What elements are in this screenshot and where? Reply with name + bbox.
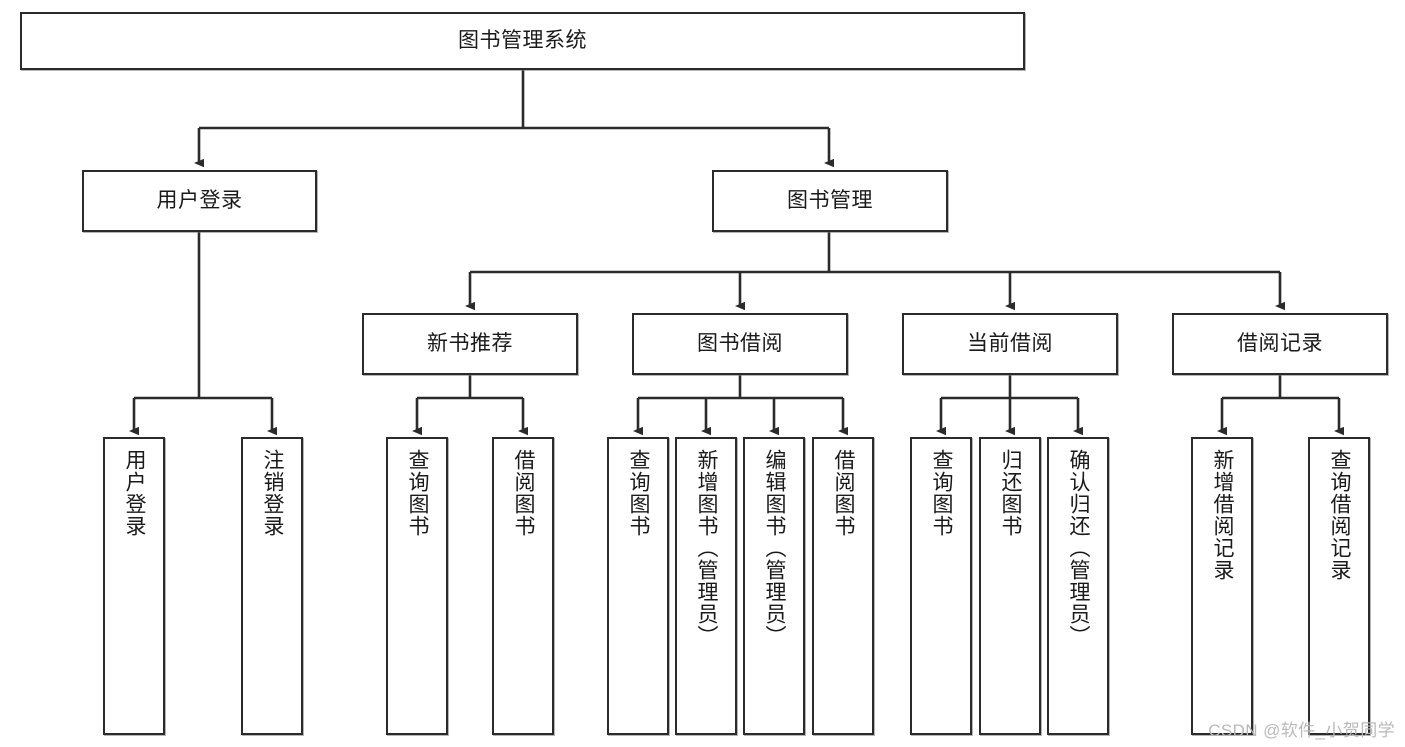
- node-root-book-management-system[interactable]: 图书管理系统: [20, 12, 1025, 70]
- watermark: CSDN @软件_小贺同学: [1208, 721, 1395, 740]
- leaf-borrow-record-query-record[interactable]: 查询借阅记录: [1308, 437, 1370, 735]
- node-label: 当前借阅: [967, 331, 1053, 355]
- node-label: 查询图书: [406, 449, 430, 537]
- node-label: 注销登录: [261, 449, 285, 537]
- leaf-book-borrow-edit-book-admin[interactable]: 编辑图书（管理员）: [743, 437, 805, 735]
- node-label: 归还图书: [999, 449, 1023, 537]
- node-label: 图书借阅: [697, 331, 783, 355]
- node-label: 图书管理: [787, 188, 873, 212]
- leaf-book-borrow-query-books[interactable]: 查询图书: [607, 437, 669, 735]
- node-label: 新书推荐: [427, 331, 513, 355]
- node-label: 借阅记录: [1237, 331, 1323, 355]
- node-label: 图书管理系统: [458, 28, 587, 52]
- leaf-current-borrow-return-books[interactable]: 归还图书: [979, 437, 1041, 735]
- leaf-current-borrow-confirm-return-admin[interactable]: 确认归还（管理员）: [1047, 437, 1109, 735]
- node-label: 借阅图书: [832, 449, 856, 537]
- node-borrow-record[interactable]: 借阅记录: [1172, 313, 1388, 375]
- node-label: 确认归还（管理员）: [1067, 449, 1091, 647]
- node-book-management[interactable]: 图书管理: [712, 170, 948, 232]
- node-book-borrow[interactable]: 图书借阅: [632, 313, 848, 375]
- node-label: 用户登录: [156, 188, 243, 212]
- node-label: 用户登录: [123, 449, 147, 537]
- node-label: 新增图书（管理员）: [695, 449, 719, 647]
- leaf-new-book-borrow-books[interactable]: 借阅图书: [492, 437, 554, 735]
- node-user-login[interactable]: 用户登录: [82, 170, 317, 232]
- leaf-user-login-logout[interactable]: 注销登录: [241, 437, 303, 735]
- leaf-borrow-record-add-record[interactable]: 新增借阅记录: [1191, 437, 1253, 735]
- node-new-book-recommendation[interactable]: 新书推荐: [362, 313, 578, 375]
- node-label: 查询借阅记录: [1328, 449, 1352, 581]
- node-label: 编辑图书（管理员）: [763, 449, 787, 647]
- node-label: 借阅图书: [512, 449, 536, 537]
- node-label: 查询图书: [930, 449, 954, 537]
- node-label: 新增借阅记录: [1211, 449, 1235, 581]
- node-current-borrow[interactable]: 当前借阅: [902, 313, 1118, 375]
- leaf-user-login-login[interactable]: 用户登录: [103, 437, 165, 735]
- leaf-current-borrow-query-books[interactable]: 查询图书: [910, 437, 972, 735]
- leaf-new-book-query-books[interactable]: 查询图书: [386, 437, 448, 735]
- leaf-book-borrow-add-book-admin[interactable]: 新增图书（管理员）: [675, 437, 737, 735]
- node-label: 查询图书: [627, 449, 651, 537]
- leaf-book-borrow-borrow-books[interactable]: 借阅图书: [812, 437, 874, 735]
